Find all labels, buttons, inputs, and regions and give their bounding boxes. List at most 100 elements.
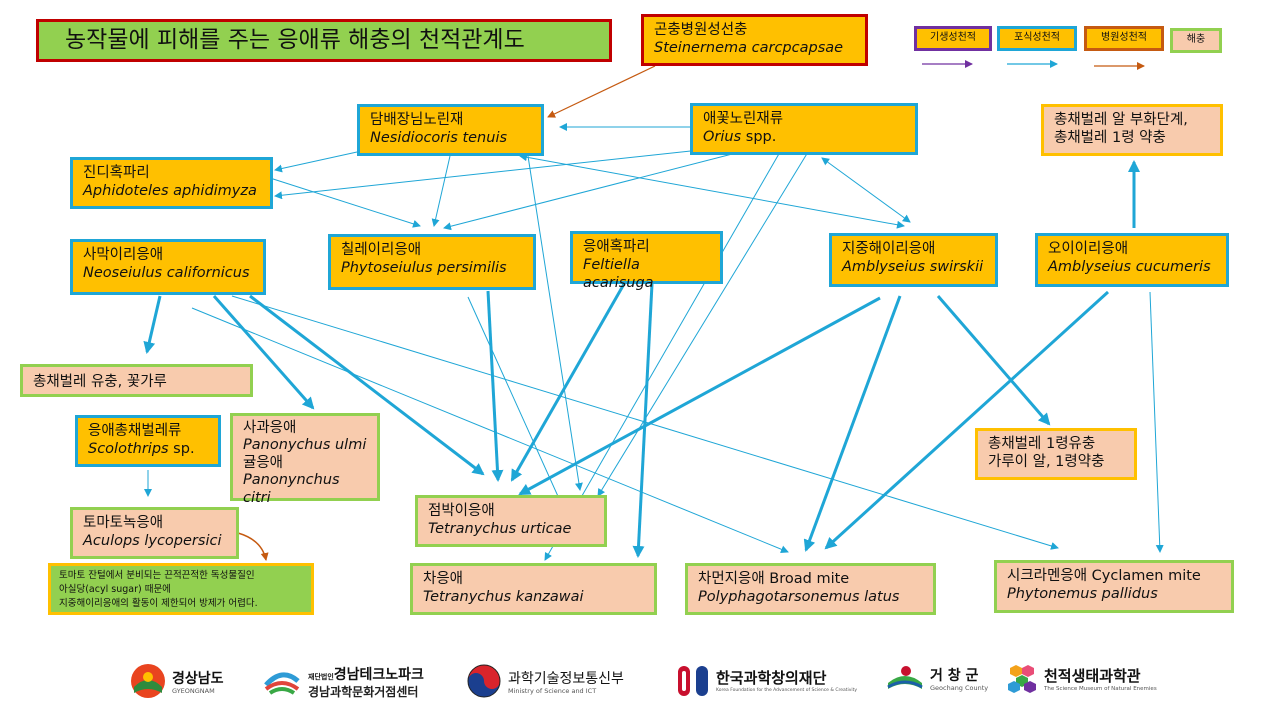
node-steinernema: 곤충병원성선충 Steinernema carcpcapsae <box>641 14 868 66</box>
arrow-aphidoletes-phytoseiulus <box>269 177 421 228</box>
node-kor: 응애총채벌레류 <box>88 423 182 439</box>
page-title: 농작물에 피해를 주는 응애류 해충의 천적관계도 <box>36 19 612 62</box>
node-kanzawa: 차응애 Tetranychus kanzawai <box>410 563 657 615</box>
kofac-emblem-icon <box>678 666 708 696</box>
gntp-emblem-icon <box>264 672 300 695</box>
node-kor: 칠레이리응애 <box>341 242 422 258</box>
node-orius: 애꽃노린재류 Orius spp. <box>690 103 918 155</box>
note-line: 총채벌레 1령 약충 <box>1054 130 1166 147</box>
node-kor: 사과응애 <box>243 420 297 436</box>
legend-predatory: 포식성천적 <box>997 26 1077 51</box>
node-sci: Panonynchus citri <box>243 472 340 506</box>
logo-sub: 경남과학문화거점센터 <box>308 684 419 699</box>
node-sci: Tetranychus kanzawai <box>423 589 584 606</box>
node-feltiella: 응애혹파리 Feltiella acarisuga <box>570 231 723 291</box>
node-kor: 지중해이리응애 <box>842 241 936 257</box>
logo-name: 거 창 군 <box>930 667 979 684</box>
arrow-swirskii-twospotted <box>518 296 881 496</box>
node-sci: Tetranychus urticae <box>428 521 572 538</box>
arrow-phytoseiulus-twospotted <box>486 290 504 482</box>
node-sci-rest: sp. <box>168 441 195 458</box>
node-kor: 곤충병원성선충 <box>654 22 748 38</box>
note-line: 아실당(acyl sugar) 때문에 <box>59 584 171 595</box>
node-cucumeris: 오이이리응애 Amblyseius cucumeris <box>1035 233 1229 287</box>
legend-pathogenic: 병원성천적 <box>1084 26 1164 51</box>
logo-sub: The Science Museum of Natural Enemies <box>1044 685 1157 692</box>
arrow-cucumeris-broadmite <box>824 290 1110 550</box>
node-kor: 차먼지응애 Broad mite <box>698 571 850 587</box>
logo-name: 경상남도 <box>172 670 224 687</box>
arrow-tomato-note <box>237 532 269 561</box>
node-kor: 담배장님노린재 <box>370 112 464 128</box>
node-sci: Feltiella acarisuga <box>583 257 654 292</box>
legend-pest: 해충 <box>1170 28 1222 53</box>
note-line: 총채벌레 알 부화단계, <box>1054 112 1188 128</box>
node-scolothrips: 응애총채벌레류 Scolothrips sp. <box>75 415 221 467</box>
node-sci: Phytoseiulus persimilis <box>341 260 507 277</box>
arrow-orius-swirskii <box>821 157 911 223</box>
node-thrips-larvae: 총채벌레 유충, 꽃가루 <box>20 364 253 397</box>
node-sci: Steinernema carcpcapsae <box>654 40 844 57</box>
gyeongnam-emblem-icon <box>131 664 165 698</box>
arrow-orius-twospotted <box>597 151 809 497</box>
node-swirskii: 지중해이리응애 Amblyseius swirskii <box>829 233 998 287</box>
logo-sub: Korea Foundation for the Advancement of … <box>716 687 858 693</box>
logo-name: 천적생태과학관 <box>1044 666 1141 685</box>
node-sci: Aculops lycopersici <box>83 533 222 550</box>
node-phytoseiulus: 칠레이리응애 Phytoseiulus persimilis <box>328 234 536 290</box>
arrow-neoseiulus-thripslarvae <box>143 295 162 354</box>
node-kor: 오이이리응애 <box>1048 241 1129 257</box>
arrow-orius-phytoseiulus <box>443 151 741 231</box>
logo-sub: Geochang County <box>930 683 989 692</box>
arrow-nesidiocoris-aphidoletes <box>274 151 358 173</box>
logo-gyeongnam: 경상남도 GYEONGNAM <box>130 663 224 699</box>
node-sci: Scolothrips <box>88 441 169 458</box>
node-sci: Phytonemus pallidus <box>1007 586 1158 603</box>
logo-kofac: 한국과학창의재단 Korea Foundation for the Advanc… <box>676 663 857 699</box>
node-kor: 사막이리응애 <box>83 247 164 263</box>
note-line: 지중해이리응애의 활동이 제한되어 방제가 어렵다. <box>59 598 258 609</box>
node-swirskii-food: 총채벌레 1령유충 가루이 알, 1령약충 <box>975 428 1137 480</box>
node-kor: 귤응애 <box>243 454 284 471</box>
node-neoseiulus: 사막이리응애 Neoseiulus californicus <box>70 239 266 295</box>
legend-parasitic: 기생성천적 <box>914 26 992 51</box>
logo-name: 과학기술정보통신부 <box>508 670 624 687</box>
logo-name: 경남테크노파크 <box>333 666 424 683</box>
node-kor: 점박이응애 <box>428 503 495 519</box>
logo-museum: 천적생태과학관 The Science Museum of Natural En… <box>1006 663 1157 695</box>
node-two-spotted: 점박이응애 Tetranychus urticae <box>415 495 607 547</box>
node-kor: 차응애 <box>423 571 464 587</box>
node-sci: Aphidoteles aphidimyza <box>83 183 257 200</box>
arrow-nesidiocoris-twospotted <box>527 155 583 491</box>
logo-name: 한국과학창의재단 <box>716 668 827 687</box>
node-broad-mite: 차먼지응애 Broad mite Polyphagotarsonemus lat… <box>685 563 936 615</box>
logo-gntp: 재단법인경남테크노파크 경남과학문화거점센터 <box>262 663 424 699</box>
node-sci: Panonychus ulmi <box>243 437 367 454</box>
node-apple-mite: 사과응애 Panonychus ulmi 귤응애 Panonynchus cit… <box>230 413 380 506</box>
node-sci: Neoseiulus californicus <box>83 265 250 282</box>
node-text: 총채벌레 유충, 꽃가루 <box>33 374 167 390</box>
arrow-feltiella-kanzawa <box>632 283 654 558</box>
note-line: 가루이 알, 1령약충 <box>988 454 1105 471</box>
arrow-swirskii-broadmite <box>803 295 902 552</box>
node-sci: Polyphagotarsonemus latus <box>698 589 900 606</box>
node-kor: 응애혹파리 <box>583 239 650 255</box>
arrow-steinernema-nesidiocoris <box>547 65 656 118</box>
node-cyclamen: 시크라멘응애 Cyclamen mite Phytonemus pallidus <box>994 560 1234 613</box>
arrow-nesidiocoris-swirskii <box>519 153 905 229</box>
node-tomato-mite: 토마토녹응애 Aculops lycopersici <box>70 507 239 559</box>
logo-sub: GYEONGNAM <box>172 686 215 695</box>
geochang-emblem-icon <box>887 666 923 689</box>
node-thrips-food: 총채벌레 알 부화단계, 총채벌레 1령 약충 <box>1041 104 1223 156</box>
node-sci-rest: spp. <box>741 129 777 146</box>
logo-geochang: 거 창 군 Geochang County <box>886 663 988 693</box>
note-line: 총채벌레 1령유충 <box>988 436 1096 452</box>
logo-sub: Ministry of Science and ICT <box>508 686 597 695</box>
arrow-nesidiocoris-phytoseiulus <box>431 155 451 227</box>
hexagon-cluster-icon <box>1008 665 1036 693</box>
node-sci: Nesidiocoris tenuis <box>370 130 508 147</box>
arrow-cucumeris-cyclamen <box>1149 291 1164 553</box>
logo-prefix: 재단법인 <box>308 672 334 681</box>
node-sci: Orius <box>703 129 742 146</box>
node-kor: 진디혹파리 <box>83 165 150 181</box>
